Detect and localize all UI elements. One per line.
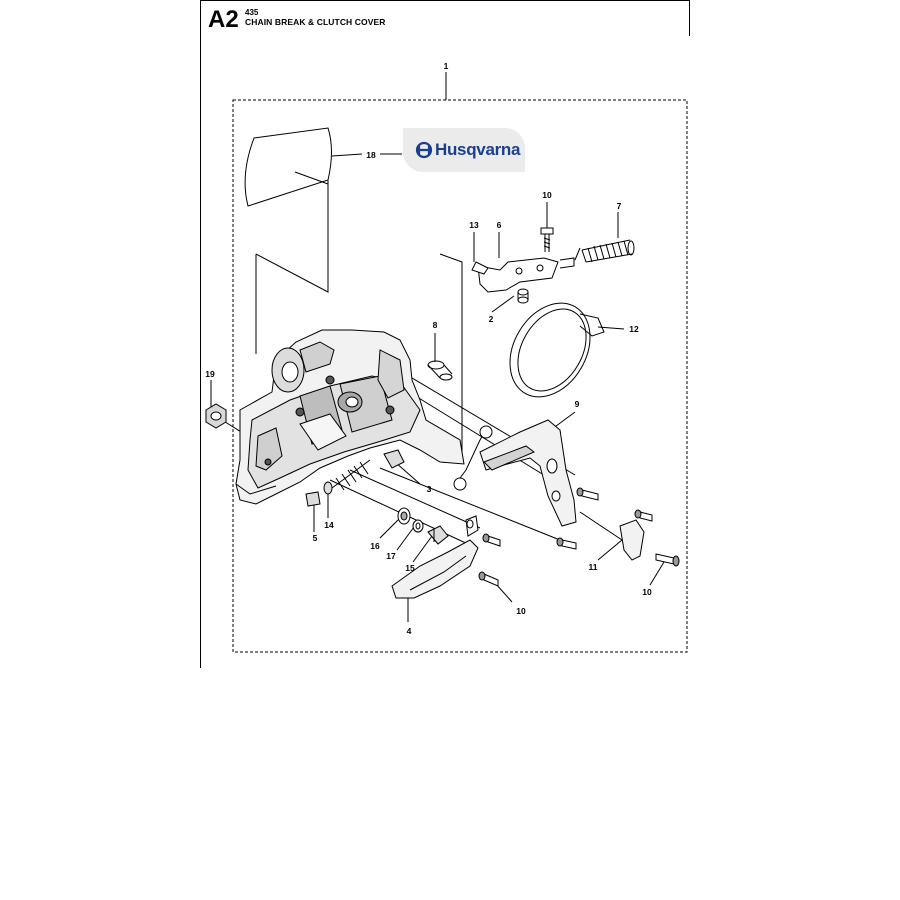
callout-19: 19 bbox=[205, 369, 215, 379]
nut-3 bbox=[383, 449, 405, 469]
callout-1: 1 bbox=[443, 61, 449, 71]
callout-7: 7 bbox=[616, 201, 622, 211]
decal-sticker bbox=[244, 127, 332, 207]
leader-2 bbox=[491, 295, 515, 313]
callout-10c: 10 bbox=[642, 587, 652, 597]
pin-2 bbox=[517, 288, 529, 304]
callout-8: 8 bbox=[432, 320, 438, 330]
leader-10b bbox=[495, 583, 513, 603]
callout-17: 17 bbox=[386, 551, 396, 561]
screw-shield-c bbox=[556, 537, 577, 550]
frame-right-line bbox=[689, 0, 690, 36]
callout-3: 3 bbox=[426, 484, 432, 494]
spacer-17 bbox=[412, 519, 424, 533]
link-rod bbox=[453, 425, 493, 491]
husqvarna-crown-icon bbox=[415, 141, 433, 159]
brake-linkage-6 bbox=[471, 257, 575, 293]
callout-5: 5 bbox=[312, 533, 318, 543]
brake-handle-4 bbox=[391, 515, 479, 599]
screw-handle-a bbox=[482, 533, 501, 547]
washer-16 bbox=[397, 507, 411, 525]
decal-guide-lines bbox=[255, 171, 329, 354]
callout-15: 15 bbox=[405, 563, 415, 573]
callout-16: 16 bbox=[370, 541, 380, 551]
callout-2: 2 bbox=[488, 314, 494, 324]
frame-top-line bbox=[200, 0, 690, 1]
nut-5 bbox=[305, 491, 321, 507]
clutch-cover-body bbox=[235, 329, 465, 505]
callout-4: 4 bbox=[406, 626, 412, 636]
screw-10a bbox=[540, 227, 554, 252]
callout-18: 18 bbox=[366, 150, 376, 160]
callout-11: 11 bbox=[588, 562, 598, 572]
sheet-title: CHAIN BREAK & CLUTCH COVER bbox=[245, 17, 386, 27]
callout-12: 12 bbox=[629, 324, 639, 334]
screw-10b bbox=[478, 571, 499, 587]
callout-14: 14 bbox=[324, 520, 334, 530]
brand-logo-text: Husqvarna bbox=[435, 140, 521, 159]
callout-9: 9 bbox=[574, 399, 580, 409]
model-number: 435 bbox=[245, 8, 259, 17]
leader-11 bbox=[597, 539, 623, 561]
chain-brake-shield-9 bbox=[479, 419, 577, 527]
spring-7 bbox=[574, 239, 635, 263]
leader-15 bbox=[412, 535, 433, 563]
pin-15 bbox=[427, 525, 449, 545]
construction-line-c bbox=[439, 253, 463, 460]
brake-band-12 bbox=[509, 302, 605, 398]
screw-shield-b bbox=[634, 509, 653, 522]
leader-17 bbox=[396, 526, 415, 551]
bushing-8 bbox=[427, 360, 453, 381]
leader-18b bbox=[331, 153, 363, 157]
screw-shield-a bbox=[576, 487, 599, 501]
nut-19 bbox=[205, 403, 227, 429]
bar-bracket-11 bbox=[619, 519, 680, 567]
leader-3 bbox=[394, 461, 421, 485]
callout-13: 13 bbox=[469, 220, 479, 230]
frame-left-line bbox=[200, 0, 201, 668]
leader-10c bbox=[649, 561, 665, 586]
callout-10a: 10 bbox=[542, 190, 552, 200]
spring-14 bbox=[323, 459, 371, 495]
section-code: A2 bbox=[208, 6, 239, 33]
callout-6: 6 bbox=[496, 220, 502, 230]
callout-10b: 10 bbox=[516, 606, 526, 616]
assembly-box bbox=[232, 99, 688, 653]
